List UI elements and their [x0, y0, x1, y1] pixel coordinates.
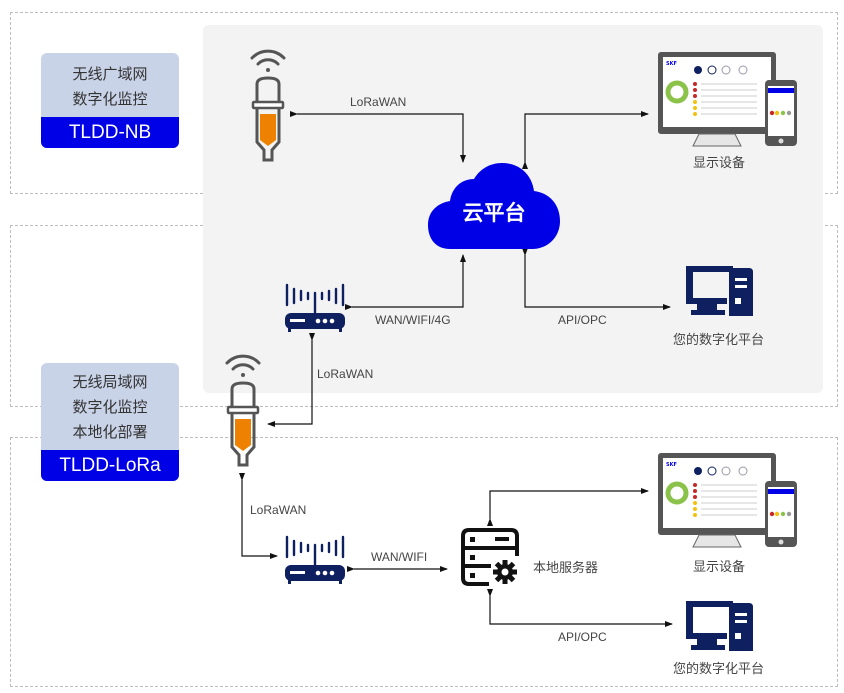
link-label-api-opc: API/OPC [558, 313, 607, 327]
label-box-lora: 无线局域网 数字化监控 本地化部署 TLDD-LoRa [41, 363, 179, 481]
link-label-wan-wifi: WAN/WIFI [371, 550, 428, 564]
monitor-phone-icon: SKF [658, 453, 797, 548]
desktop-computer-icon [686, 266, 753, 316]
local-server-label: 本地服务器 [533, 561, 599, 576]
digital-platform-label: 您的数字化平台 [673, 333, 765, 348]
link-label-api-opc: API/OPC [558, 630, 607, 644]
label-box-nb: 无线广域网 数字化监控 TLDD-NB [41, 53, 179, 148]
svg-text:SKF: SKF [666, 462, 677, 468]
digital-platform-bottom[interactable] [683, 599, 755, 653]
label-line: 无线广域网 [72, 65, 148, 83]
digital-platform-label: 您的数字化平台 [673, 662, 765, 677]
local-server[interactable] [461, 528, 519, 586]
svg-text:SKF: SKF [666, 61, 677, 67]
gateway-router-bottom[interactable] [284, 535, 346, 587]
label-line: 数字化监控 [72, 398, 148, 416]
model-badge-lora: TLDD-LoRa [41, 450, 179, 481]
wifi-icon [225, 354, 261, 377]
cloud-platform[interactable]: 云平台 [428, 163, 560, 249]
gateway-router-top[interactable] [284, 283, 346, 335]
wifi-icon [250, 49, 286, 72]
display-device-bottom[interactable]: SKF [657, 451, 799, 551]
label-line: 数字化监控 [72, 90, 148, 108]
link-label-wan-wifi-4g: WAN/WIFI/4G [375, 313, 451, 327]
sensor-icon [226, 381, 260, 467]
cloud-label: 云平台 [462, 201, 526, 225]
display-device-label: 显示设备 [693, 156, 746, 171]
cloud-icon [428, 163, 560, 249]
server-settings-icon [461, 528, 519, 586]
router-icon [285, 283, 345, 332]
display-device-label: 显示设备 [693, 560, 746, 575]
router-icon [285, 535, 345, 584]
sensor-lora[interactable] [221, 345, 265, 473]
section-box-lora-local [10, 437, 838, 687]
label-line: 无线局域网 [72, 373, 148, 391]
link-label-lorawan: LoRaWAN [350, 95, 407, 109]
monitor-phone-icon: SKF [658, 52, 797, 147]
label-line: 本地化部署 [72, 423, 148, 441]
desktop-computer-icon [686, 601, 753, 651]
digital-platform-top[interactable] [683, 264, 755, 318]
sensor-icon [251, 76, 285, 162]
model-badge-nb: TLDD-NB [41, 117, 179, 148]
link-label-lorawan: LoRaWAN [317, 367, 374, 381]
link-label-lorawan: LoRaWAN [250, 503, 307, 517]
sensor-nb[interactable] [246, 42, 290, 166]
display-device-top[interactable]: SKF [657, 50, 799, 150]
